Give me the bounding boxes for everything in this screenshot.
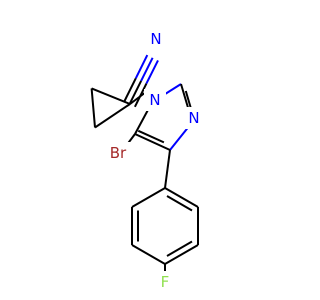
bond-nitrile-2: [140, 57, 154, 82]
bond-phenyl-3: [164, 244, 199, 265]
bond-nitrile-4: [123, 77, 137, 102]
label-mask-ring-n3: [183, 107, 205, 129]
bond-phenyl-inner-1: [166, 195, 193, 212]
label-mask-fluorine: [154, 271, 176, 293]
ring-n1-label: N: [149, 91, 160, 109]
atom-labels: N N N Br F: [103, 28, 205, 293]
ring-n3-label: N: [188, 109, 199, 127]
fluorine-label: F: [161, 273, 170, 291]
bond-n3-c4: [169, 124, 191, 151]
bond-phenyl-1: [164, 187, 199, 208]
nitrile-n-label: N: [150, 30, 161, 48]
bond-nitrile-5: [128, 80, 142, 105]
bond-cyclopropane-n1: [129, 91, 147, 105]
bonds: [90, 54, 199, 278]
molecule-structure: N N N Br F: [90, 28, 205, 293]
bond-phenyl-6: [131, 187, 166, 208]
bond-c2-n3-a: [180, 83, 190, 112]
bond-c4-c5-double: [137, 129, 165, 144]
bond-c5-n1: [134, 107, 150, 135]
bond-phenyl-4: [131, 244, 166, 265]
label-mask-ring-n1: [144, 89, 166, 111]
bond-phenyl-inner-2: [166, 240, 193, 257]
bond-cyclopropane-2: [90, 88, 96, 128]
bond-nitrile-1: [134, 54, 149, 79]
bond-cyclopropane-3: [94, 103, 131, 129]
bond-imidazole-phenyl: [164, 149, 171, 189]
bromine-label: Br: [110, 144, 127, 162]
bond-c4-c5: [134, 133, 171, 151]
bond-cyclopropane-1: [91, 87, 131, 105]
label-mask-bromine: [103, 142, 133, 164]
bond-nitrile-3: [145, 59, 159, 85]
label-mask-nitrile-n: [145, 28, 167, 50]
